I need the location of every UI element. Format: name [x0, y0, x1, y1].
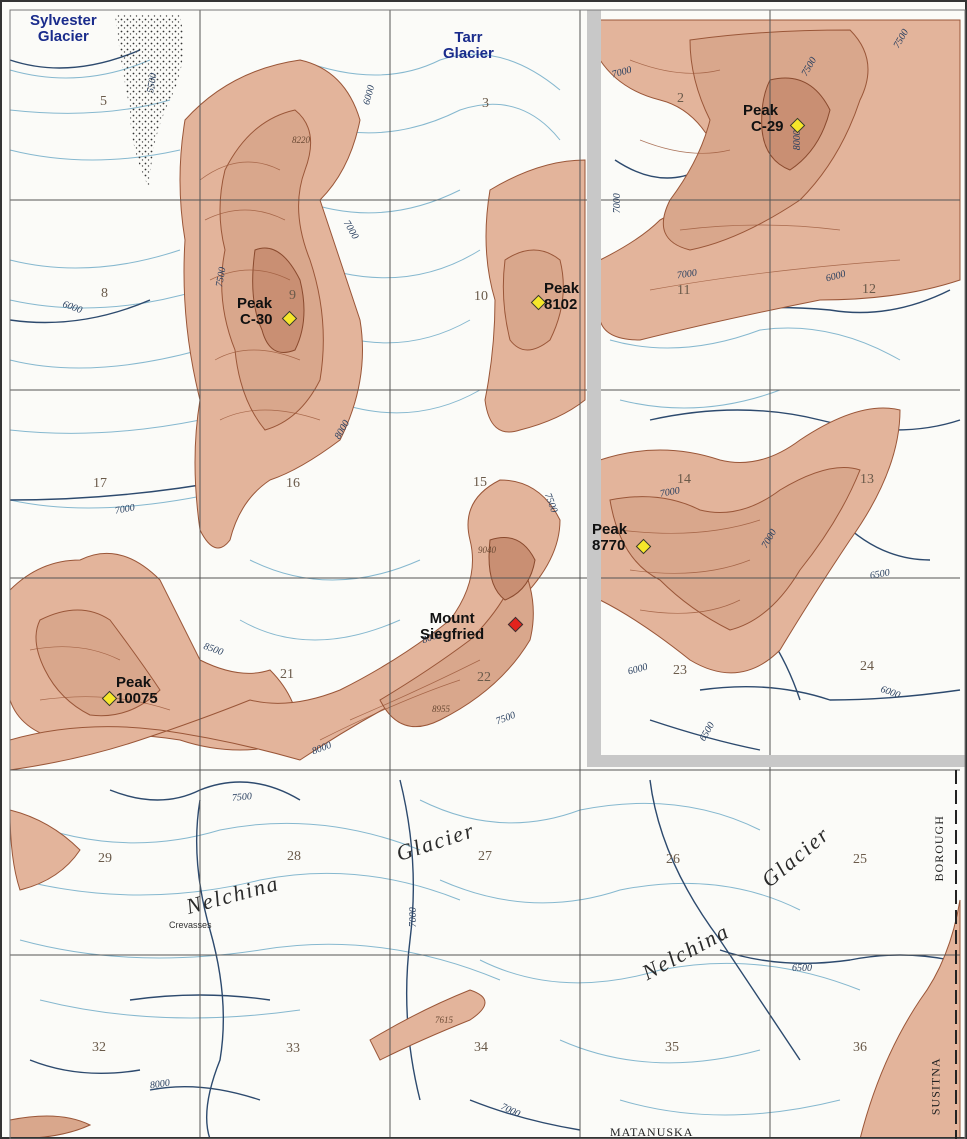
section-number: 12	[862, 282, 876, 297]
tarr-glacier-label: Tarr Glacier	[443, 29, 494, 62]
contour-label: 7000	[407, 907, 419, 928]
section-number: 25	[853, 852, 867, 867]
section-number: 33	[286, 1041, 300, 1056]
relief-hatching	[29, 59, 901, 741]
section-number: 3	[482, 96, 489, 111]
section-number: 26	[666, 852, 680, 867]
matanuska-label: MATANUSKA	[610, 1125, 694, 1139]
section-number: 11	[677, 283, 691, 298]
contour-label: 7000	[611, 193, 623, 214]
section-number: 8	[101, 286, 108, 301]
section-grid	[10, 10, 960, 1139]
section-number: 24	[860, 659, 874, 674]
section-number: 22	[477, 670, 491, 685]
peak-c29-label: Peak C-29	[743, 102, 784, 135]
section-number: 14	[677, 472, 691, 487]
contour-label: 6500	[792, 963, 812, 974]
section-number: 2	[677, 91, 684, 106]
section-number: 28	[287, 849, 301, 864]
moraine-dots	[115, 15, 184, 190]
section-number: 21	[280, 667, 294, 682]
peak-8770-label: Peak 8770	[592, 521, 628, 554]
peak-8102-label: Peak 8102	[544, 280, 580, 313]
peak-10075-label: Peak 10075	[116, 674, 158, 707]
relief-areas	[9, 19, 961, 1139]
section-number: 34	[474, 1040, 488, 1055]
borough-label: BOROUGH	[931, 815, 946, 882]
susitna-label: SUSITNA	[928, 1057, 943, 1116]
peak-c30-label: Peak C-30	[237, 295, 273, 328]
section-number: 16	[286, 476, 300, 491]
crevasses-label: Crevasses	[169, 920, 212, 930]
section-number: 9	[289, 288, 296, 303]
section-number: 29	[98, 851, 112, 866]
section-number: 10	[474, 289, 488, 304]
section-number: 32	[92, 1040, 106, 1055]
spot-elevation: 8220	[292, 135, 310, 145]
section-number: 5	[100, 94, 107, 109]
sylvester-glacier-label: Sylvester Glacier	[30, 12, 97, 45]
section-number: 27	[478, 849, 492, 864]
contour-label: 7500	[231, 791, 253, 804]
spot-elevation: 8955	[432, 704, 450, 714]
spot-elevation: 7615	[435, 1015, 453, 1025]
section-number: 17	[93, 476, 107, 491]
section-number: 36	[853, 1040, 867, 1055]
contour-label: 8000	[791, 130, 803, 151]
spot-elevation: 9040	[478, 545, 496, 555]
section-number: 35	[665, 1040, 679, 1055]
section-number: 23	[673, 663, 687, 678]
inset-border	[587, 10, 967, 767]
section-number: 15	[473, 475, 487, 490]
section-number: 13	[860, 472, 874, 487]
mount-siegfried-label: Mount Siegfried	[420, 610, 485, 643]
